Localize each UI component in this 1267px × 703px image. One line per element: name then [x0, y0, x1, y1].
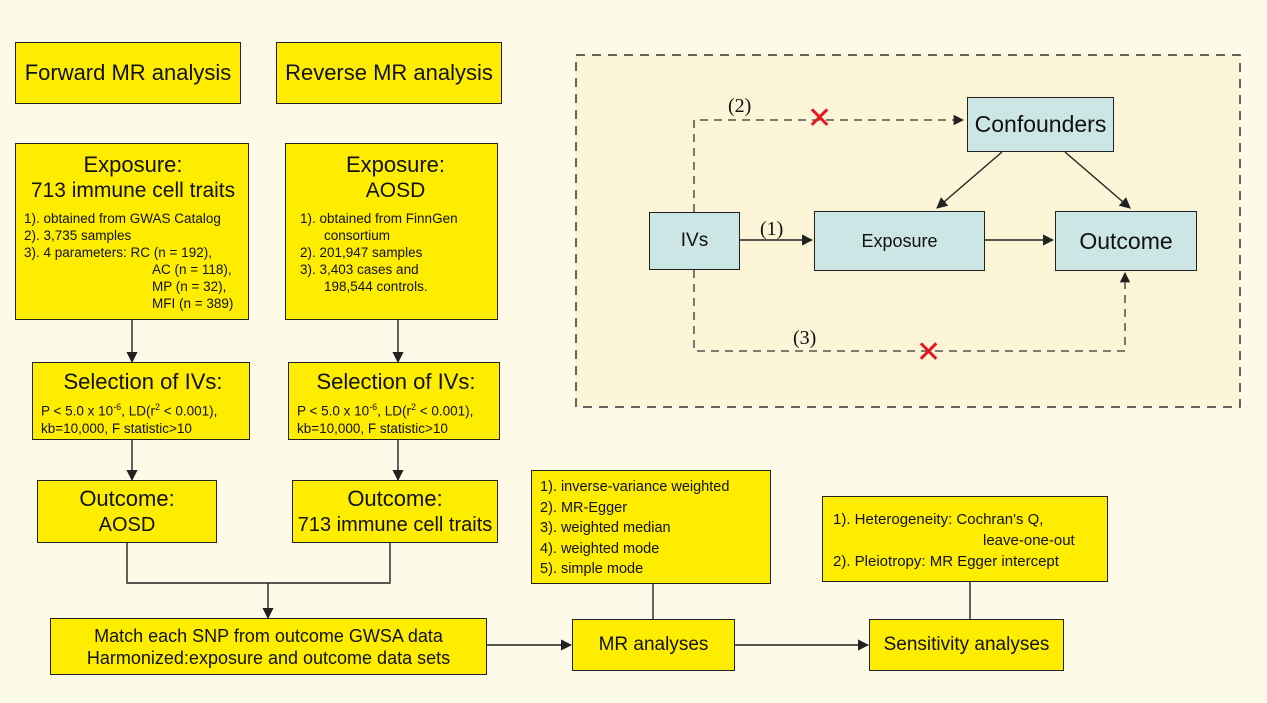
forward-exposure-title: Exposure:: [83, 152, 183, 177]
forward-selection-box: Selection of IVs: P < 5.0 x 10-6, LD(r2 …: [32, 362, 250, 440]
path-2-dashed: [693, 114, 965, 212]
list-item: 1). obtained from GWAS Catalog: [24, 211, 221, 226]
list-item: consortium: [324, 228, 391, 243]
sensitivity-line1: 1). Heterogeneity: Cochran's Q,: [833, 511, 1044, 528]
forward-outcome-title: Outcome:: [79, 485, 175, 511]
reverse-outcome-title: Outcome:: [347, 485, 443, 511]
forward-exposure-box: Exposure: 713 immune cell traits 1). obt…: [15, 143, 249, 320]
selection-criteria-line1: P < 5.0 x 10-6, LD(r2 < 0.001),: [297, 402, 474, 419]
forward-exposure-list: 1). obtained from GWAS Catalog 2). 3,735…: [24, 210, 242, 312]
reverse-selection-box: Selection of IVs: P < 5.0 x 10-6, LD(r2 …: [288, 362, 500, 440]
forward-mr-header: Forward MR analysis: [15, 42, 241, 104]
mr-methods-list: 1). inverse-variance weighted 2). MR-Egg…: [540, 477, 766, 580]
path-label-3: (3): [793, 327, 817, 349]
selection-title: Selection of IVs:: [316, 369, 476, 394]
path-label-1: (1): [760, 218, 784, 240]
list-item: 198,544 controls.: [324, 279, 428, 294]
sensitivity-line2: leave-one-out: [983, 532, 1075, 549]
list-item: 1). inverse-variance weighted: [540, 479, 730, 495]
path-3-dashed: [693, 270, 1131, 352]
selection-criteria-line1: P < 5.0 x 10-6, LD(r2 < 0.001),: [41, 402, 218, 419]
forward-exposure-subtitle: 713 immune cell traits: [30, 179, 236, 202]
list-item: 3). 3,403 cases and: [300, 262, 419, 277]
match-line2: Harmonized:exposure and outcome data set…: [86, 647, 451, 668]
list-item: 5). simple mode: [540, 561, 644, 577]
dag-node-outcome: Outcome: [1055, 211, 1197, 271]
sensitivity-line3: 2). Pleiotropy: MR Egger intercept: [833, 553, 1059, 570]
arrow-confounders-outcome: [1064, 151, 1131, 209]
forward-outcome-subtitle: AOSD: [98, 513, 156, 536]
dag-node-ivs: IVs: [649, 212, 740, 270]
list-item: MP (n = 32),: [152, 279, 227, 294]
mr-analyses-box: MR analyses: [572, 619, 735, 671]
forward-outcome-box: Outcome: AOSD: [37, 480, 217, 543]
dag-node-exposure: Exposure: [814, 211, 985, 271]
list-item: 4). weighted mode: [540, 540, 660, 557]
list-item: 3). 4 parameters: RC (n = 192),: [24, 245, 212, 260]
reverse-exposure-subtitle: AOSD: [365, 179, 426, 202]
reverse-outcome-box: Outcome: 713 immune cell traits: [292, 480, 498, 543]
selection-criteria-line2: kb=10,000, F statistic>10: [41, 420, 192, 436]
list-item: 2). 201,947 samples: [300, 245, 423, 260]
merge-line: [126, 543, 391, 584]
list-item: AC (n = 118),: [152, 262, 232, 277]
cross-icon: ✕: [916, 335, 942, 370]
reverse-exposure-box: Exposure: AOSD 1). obtained from FinnGen…: [285, 143, 498, 320]
list-item: 3). weighted median: [540, 520, 671, 536]
dag-node-confounders: Confounders: [967, 97, 1114, 152]
arrow-confounders-exposure: [936, 151, 1003, 209]
reverse-exposure-list: 1). obtained from FinnGen consortium 2).…: [300, 210, 491, 295]
reverse-mr-header: Reverse MR analysis: [276, 42, 502, 104]
sensitivity-analyses-box: Sensitivity analyses: [869, 619, 1064, 671]
selection-criteria-line2: kb=10,000, F statistic>10: [297, 420, 448, 436]
cross-icon: ✕: [807, 101, 833, 136]
list-item: 2). 3,735 samples: [24, 228, 132, 243]
sensitivity-methods-box: 1). Heterogeneity: Cochran's Q, leave-on…: [822, 496, 1108, 582]
selection-title: Selection of IVs:: [63, 369, 223, 394]
match-snp-box: Match each SNP from outcome GWSA data Ha…: [50, 618, 487, 675]
mr-methods-box: 1). inverse-variance weighted 2). MR-Egg…: [531, 470, 771, 584]
match-line1: Match each SNP from outcome GWSA data: [94, 625, 443, 646]
list-item: 1). obtained from FinnGen: [300, 211, 458, 226]
path-label-2: (2): [728, 95, 752, 117]
list-item: MFI (n = 389): [152, 296, 234, 311]
reverse-outcome-subtitle: 713 immune cell traits: [297, 513, 493, 536]
reverse-exposure-title: Exposure:: [345, 152, 446, 177]
list-item: 2). MR-Egger: [540, 499, 628, 516]
